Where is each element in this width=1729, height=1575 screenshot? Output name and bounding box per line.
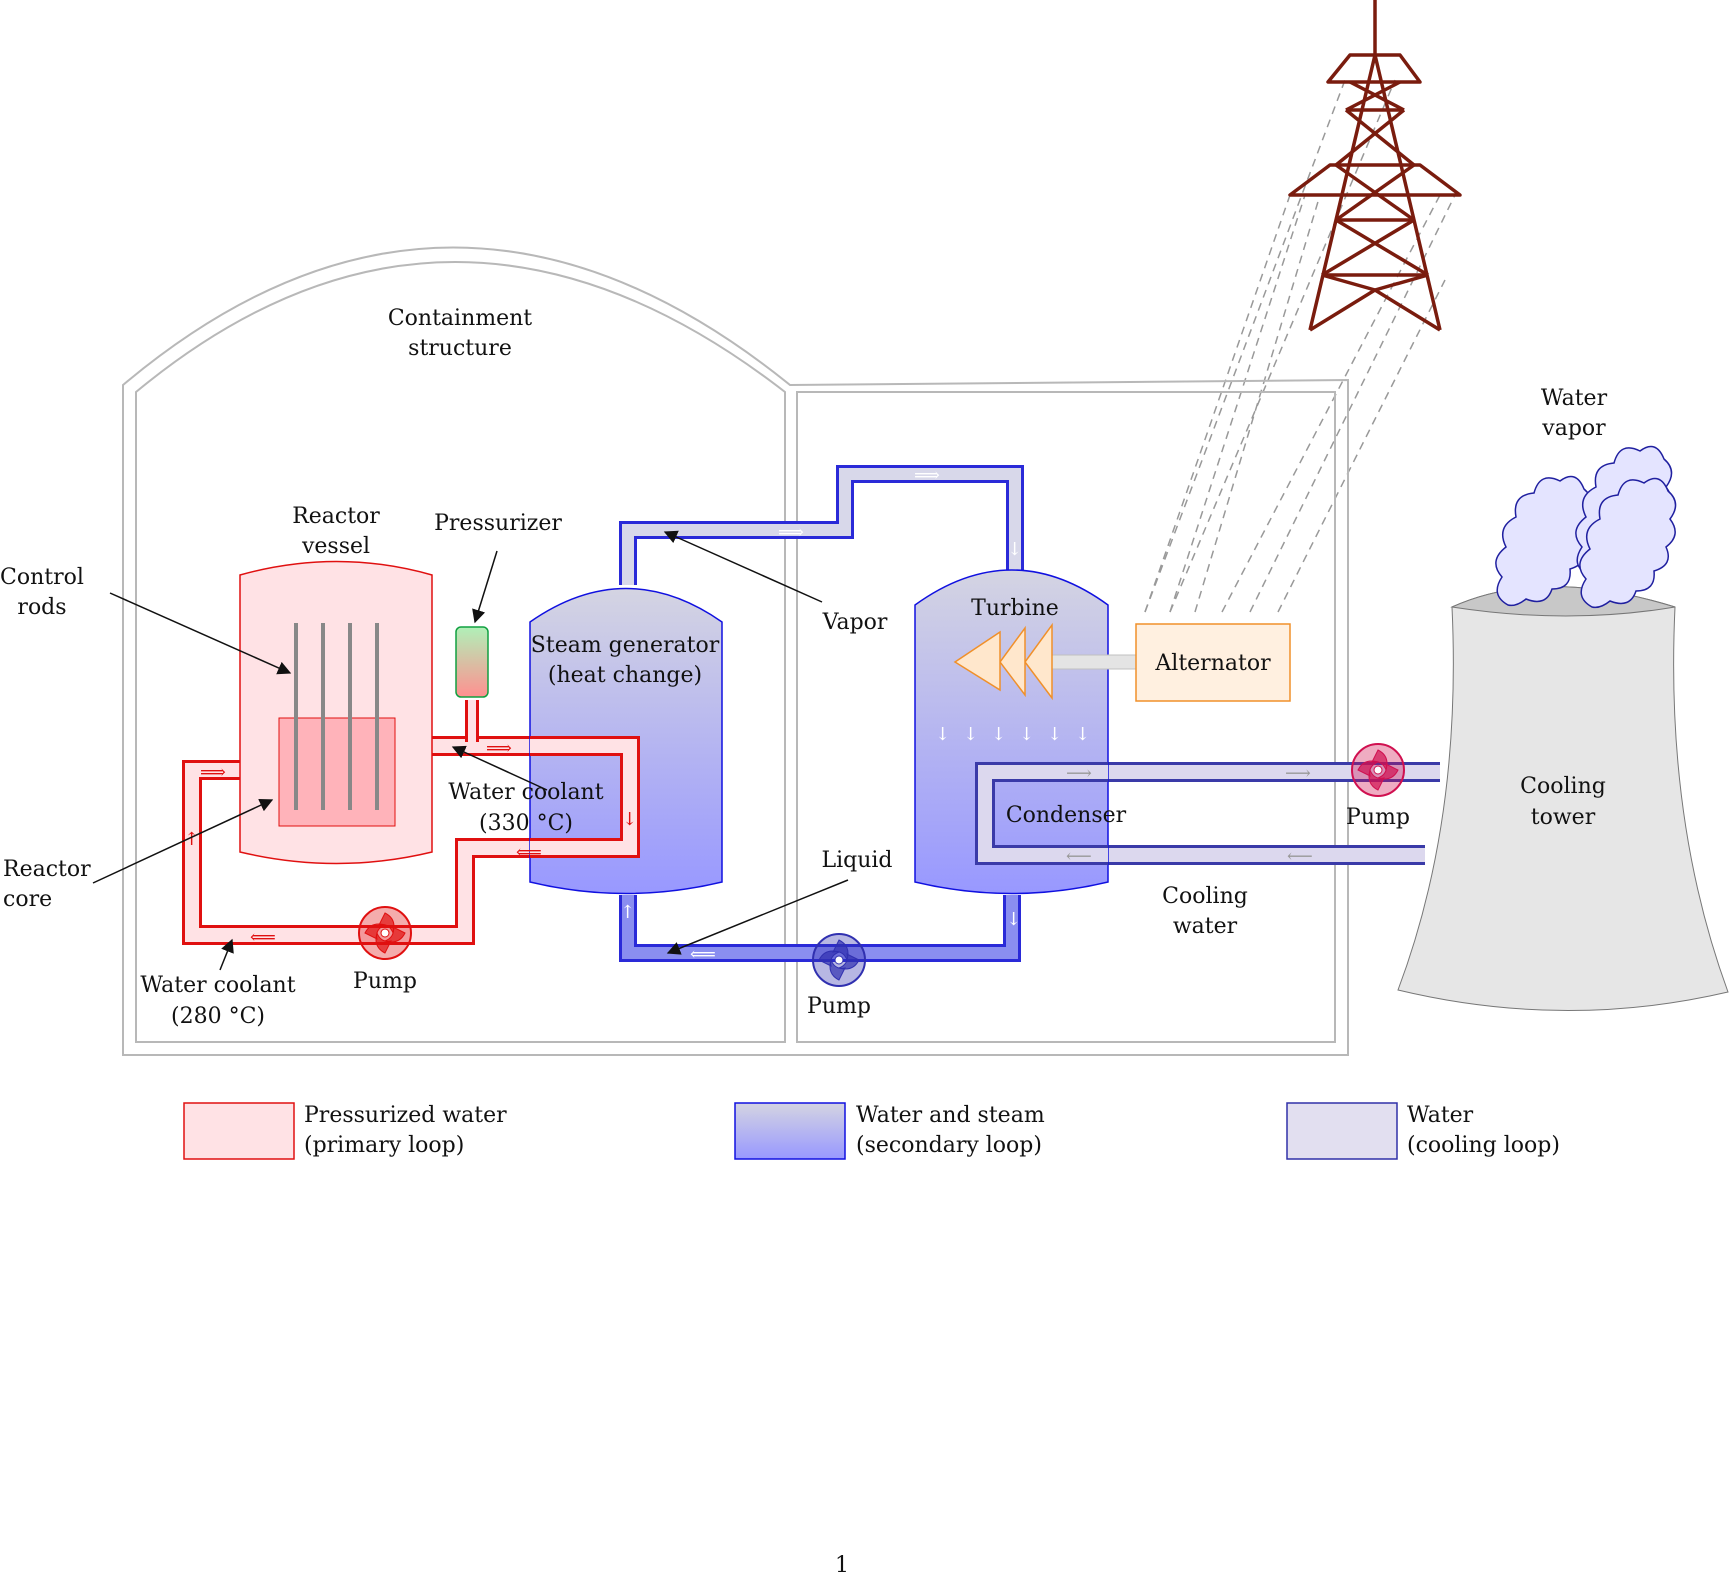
steam-generator-label: (heat change) xyxy=(548,663,702,688)
steam-generator-tube xyxy=(530,736,640,858)
reactor-core-label: Reactor xyxy=(3,857,91,882)
flow-arrow: ⟶ xyxy=(1066,763,1092,784)
containment-structure xyxy=(122,246,1349,1056)
turbine-blades xyxy=(953,622,1053,701)
legend-label: Pressurized water xyxy=(304,1103,507,1128)
diagram-labels: Containment structure Reactor vessel Pre… xyxy=(0,306,1608,1029)
legend-label: (primary loop) xyxy=(304,1133,464,1158)
legend: Pressurized water (primary loop) Water a… xyxy=(183,1102,1560,1160)
page-number: 1 xyxy=(835,1553,849,1575)
water-vapor-label: vapor xyxy=(1541,416,1606,441)
cooling-water-label: Cooling xyxy=(1162,884,1248,909)
condensing-arrow: ↓ xyxy=(963,724,978,745)
pressurizer-tank xyxy=(455,626,489,698)
legend-label: (secondary loop) xyxy=(856,1133,1042,1158)
reactor-vessel-label: Reactor xyxy=(292,504,380,529)
primary-pump xyxy=(358,906,412,960)
water-coolant-cold-label: Water coolant xyxy=(140,973,295,998)
containment-label: Containment xyxy=(388,306,532,331)
flow-arrow: ⟵ xyxy=(1287,846,1313,867)
legend-label: Water and steam xyxy=(856,1103,1045,1128)
liquid-label: Liquid xyxy=(821,848,892,873)
flow-arrows: ⟹ ⟹ ↓ ⟸ ⟸ ↑ ⟹ ⟹ ↓ ⟸ ↑ ↓ ↓ ↓ ↓ ↓ ↓ ↓ ⟶ ⟶ … xyxy=(184,465,1313,965)
turbine-label: Turbine xyxy=(971,596,1059,621)
flow-arrow: ⟶ xyxy=(1285,763,1311,784)
legend-label: (cooling loop) xyxy=(1407,1133,1560,1158)
flow-arrow: ⟹ xyxy=(486,738,512,759)
steam-generator-label: Steam generator xyxy=(531,633,720,658)
flow-arrow: ⟸ xyxy=(250,927,276,948)
water-coolant-hot-label: (330 °C) xyxy=(479,811,573,836)
condensing-arrow: ↓ xyxy=(991,724,1006,745)
cooling-pump xyxy=(1351,743,1405,797)
condensing-arrow: ↓ xyxy=(935,724,950,745)
alternator-box xyxy=(1135,623,1291,702)
reactor-vessel-label: vessel xyxy=(301,534,370,559)
flow-arrow: ⟸ xyxy=(516,842,542,863)
flow-arrow: ↓ xyxy=(1007,539,1022,560)
control-rods-label: Control xyxy=(0,565,84,590)
flow-arrow: ⟹ xyxy=(914,465,940,486)
turbine-condenser-vessel xyxy=(914,569,1109,895)
legend-swatch xyxy=(183,1102,295,1160)
flow-arrow: ↑ xyxy=(620,902,635,923)
water-coolant-hot-label: Water coolant xyxy=(448,780,603,805)
flow-arrow: ⟵ xyxy=(1066,846,1092,867)
reactor-vessel xyxy=(239,560,433,865)
control-rods-label: rods xyxy=(17,595,66,620)
cooling-tower-label: tower xyxy=(1531,805,1596,830)
containment-label: structure xyxy=(408,336,512,361)
condensing-arrow: ↓ xyxy=(1047,724,1062,745)
water-vapor-clouds xyxy=(1495,445,1677,609)
turbine-shaft xyxy=(1051,654,1137,670)
transmission-tower xyxy=(1288,0,1462,332)
water-vapor-label: Water xyxy=(1541,386,1608,411)
pressurizer-label: Pressurizer xyxy=(434,511,562,536)
cooling-tower xyxy=(1397,586,1729,1011)
alternator-label: Alternator xyxy=(1154,651,1271,676)
flow-arrow: ⟹ xyxy=(778,522,804,543)
flow-arrow: ↓ xyxy=(1006,909,1021,930)
legend-item-secondary: Water and steam (secondary loop) xyxy=(734,1102,1045,1160)
control-rods xyxy=(294,623,379,810)
reactor-core-label: core xyxy=(3,887,52,912)
condensing-arrow: ↓ xyxy=(1019,724,1034,745)
primary-pump-label: Pump xyxy=(353,969,417,994)
secondary-pump xyxy=(812,933,866,987)
pointer-lines xyxy=(92,530,849,971)
condenser-coil xyxy=(975,762,1108,865)
legend-swatch xyxy=(734,1102,846,1160)
condensing-arrow: ↓ xyxy=(1075,724,1090,745)
transmission-wires xyxy=(1144,79,1456,613)
legend-label: Water xyxy=(1407,1103,1474,1128)
legend-item-primary: Pressurized water (primary loop) xyxy=(183,1102,507,1160)
condenser-label: Condenser xyxy=(1006,803,1127,828)
flow-arrow: ↑ xyxy=(184,829,199,850)
legend-item-cooling: Water (cooling loop) xyxy=(1286,1102,1560,1160)
vapor-label: Vapor xyxy=(822,610,888,635)
flow-arrow: ⟸ xyxy=(690,944,716,965)
flow-arrow: ↓ xyxy=(622,809,637,830)
water-coolant-cold-label: (280 °C) xyxy=(171,1004,265,1029)
secondary-pump-label: Pump xyxy=(807,994,871,1019)
cooling-pump-label: Pump xyxy=(1346,805,1410,830)
flow-arrow: ⟹ xyxy=(200,762,226,783)
cooling-water-label: water xyxy=(1173,914,1238,939)
cooling-tower-label: Cooling xyxy=(1520,774,1606,799)
legend-swatch xyxy=(1286,1102,1398,1160)
